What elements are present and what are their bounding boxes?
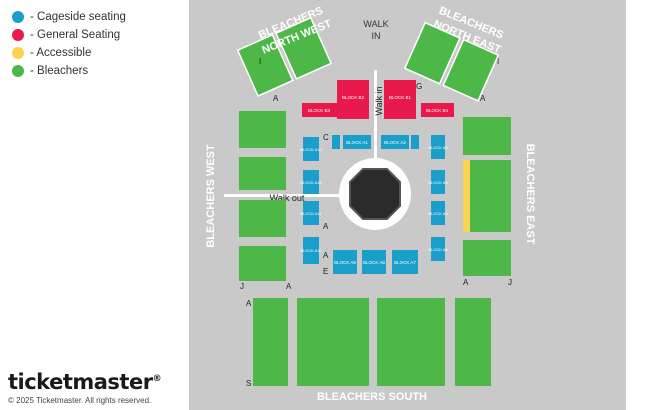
copyright-text: © 2025 Ticketmaster. All rights reserved… <box>8 396 152 405</box>
walk-in-label-1: WALK <box>363 19 388 29</box>
ne-letter-i: I <box>497 57 499 66</box>
ticketmaster-logo: ticketmaster® <box>8 370 162 394</box>
legend-bleachers: - Bleachers <box>12 62 126 80</box>
nw-section-1[interactable] <box>236 33 294 97</box>
left-letter-a2: A <box>323 251 329 260</box>
block-a9[interactable] <box>333 250 357 274</box>
legend-label: - Bleachers <box>30 65 89 77</box>
cageside-dot-icon <box>12 11 24 23</box>
legend-cageside: - Cageside seating <box>12 8 126 26</box>
legend-label: - Accessible <box>30 47 92 59</box>
brand-name: ticketmaster <box>8 370 153 394</box>
ne-section-2[interactable] <box>442 38 500 102</box>
east-section-1[interactable] <box>463 117 511 155</box>
block-a4[interactable] <box>431 170 445 194</box>
block-b3[interactable] <box>302 103 337 117</box>
block-b2-label: BLOCK B2 <box>342 95 365 100</box>
block-a11-label: BLOCK A11 <box>300 211 322 216</box>
block-a3-label: BLOCK A3 <box>428 145 448 150</box>
block-a5-label: BLOCK A5 <box>428 211 448 216</box>
south-letter-s: S <box>246 379 251 388</box>
west-section-4[interactable] <box>239 246 286 281</box>
walk-out-aisle <box>224 194 344 197</box>
nw-letter-a: A <box>273 94 279 103</box>
block-a10[interactable] <box>303 237 319 264</box>
letter-g: G <box>416 82 422 91</box>
ne-section-1[interactable] <box>403 21 461 85</box>
block-a12[interactable] <box>303 170 319 194</box>
south-section-4[interactable] <box>455 298 491 386</box>
west-section-2[interactable] <box>239 157 286 190</box>
block-a9-label: BLOCK A9 <box>334 260 356 265</box>
accessible-dot-icon <box>12 47 24 59</box>
west-letter-a: A <box>286 282 292 291</box>
registered-mark: ® <box>152 374 162 384</box>
south-section-2[interactable] <box>297 298 369 386</box>
west-section-1[interactable] <box>239 111 286 148</box>
east-letter-j: J <box>508 278 512 287</box>
block-a4-label: BLOCK A4 <box>428 180 448 185</box>
block-b4-label: BLOCK B4 <box>426 108 449 113</box>
east-section-3[interactable] <box>463 240 511 276</box>
block-a6-label: BLOCK A6 <box>428 247 448 252</box>
block-a1[interactable] <box>343 135 371 149</box>
block-a11[interactable] <box>303 201 319 225</box>
nw-letter-i: I <box>259 57 261 66</box>
block-a2-label: BLOCK A2 <box>384 140 406 145</box>
block-b4[interactable] <box>421 103 454 117</box>
block-b1-label: BLOCK B1 <box>389 95 412 100</box>
block-a1-label: BLOCK A1 <box>346 140 368 145</box>
bleachers-north-east[interactable] <box>403 21 500 102</box>
west-section-3[interactable] <box>239 200 286 237</box>
block-a1-small[interactable] <box>332 135 340 149</box>
legend-general: - General Seating <box>12 26 126 44</box>
octagon-cage <box>349 168 401 220</box>
block-b1[interactable] <box>384 80 416 119</box>
legend: - Cageside seating - General Seating - A… <box>12 8 126 80</box>
block-a13[interactable] <box>303 137 319 161</box>
legend-label: - Cageside seating <box>30 11 126 23</box>
left-letter-a1: A <box>323 222 329 231</box>
block-a8[interactable] <box>362 250 386 274</box>
legend-label: - General Seating <box>30 29 121 41</box>
block-b2[interactable] <box>337 80 369 119</box>
block-a13-label: BLOCK A13 <box>300 147 322 152</box>
bleachers-west-label: BLEACHERS WEST <box>205 144 217 248</box>
south-letter-a: A <box>246 299 252 308</box>
block-a8-label: BLOCK A8 <box>363 260 385 265</box>
walk-in-vertical-label: Walk in <box>374 86 384 115</box>
nw-section-2[interactable] <box>275 16 333 80</box>
bleachers-north-west[interactable] <box>236 16 333 97</box>
west-letter-j: J <box>240 282 244 291</box>
south-section-3[interactable] <box>377 298 445 386</box>
letter-c: C <box>323 133 329 142</box>
east-section-2[interactable] <box>463 160 511 232</box>
legend-accessible: - Accessible <box>12 44 126 62</box>
block-a7[interactable] <box>392 250 418 274</box>
general-dot-icon <box>12 29 24 41</box>
walk-in-aisle <box>374 70 377 194</box>
bleachers-south-label: BLEACHERS SOUTH <box>317 391 427 403</box>
south-section-1[interactable] <box>253 298 288 386</box>
left-letter-e: E <box>323 267 328 276</box>
bleachers-dot-icon <box>12 65 24 77</box>
block-a3[interactable] <box>431 135 445 159</box>
accessible-area[interactable] <box>463 160 470 232</box>
ne-letter-a: A <box>480 94 486 103</box>
block-a7-label: BLOCK A7 <box>394 260 416 265</box>
block-b3-label: BLOCK B3 <box>308 108 331 113</box>
walk-out-label: Walk out <box>270 193 305 203</box>
block-a2-small[interactable] <box>411 135 419 149</box>
block-a2[interactable] <box>381 135 409 149</box>
walk-in-label-2: IN <box>372 31 381 41</box>
block-a10-label: BLOCK A10 <box>300 248 322 253</box>
block-a12-label: BLOCK A12 <box>300 180 322 185</box>
block-a6[interactable] <box>431 237 445 261</box>
bleachers-east-label: BLEACHERS EAST <box>524 144 536 245</box>
block-a5[interactable] <box>431 201 445 225</box>
east-letter-a: A <box>463 278 469 287</box>
